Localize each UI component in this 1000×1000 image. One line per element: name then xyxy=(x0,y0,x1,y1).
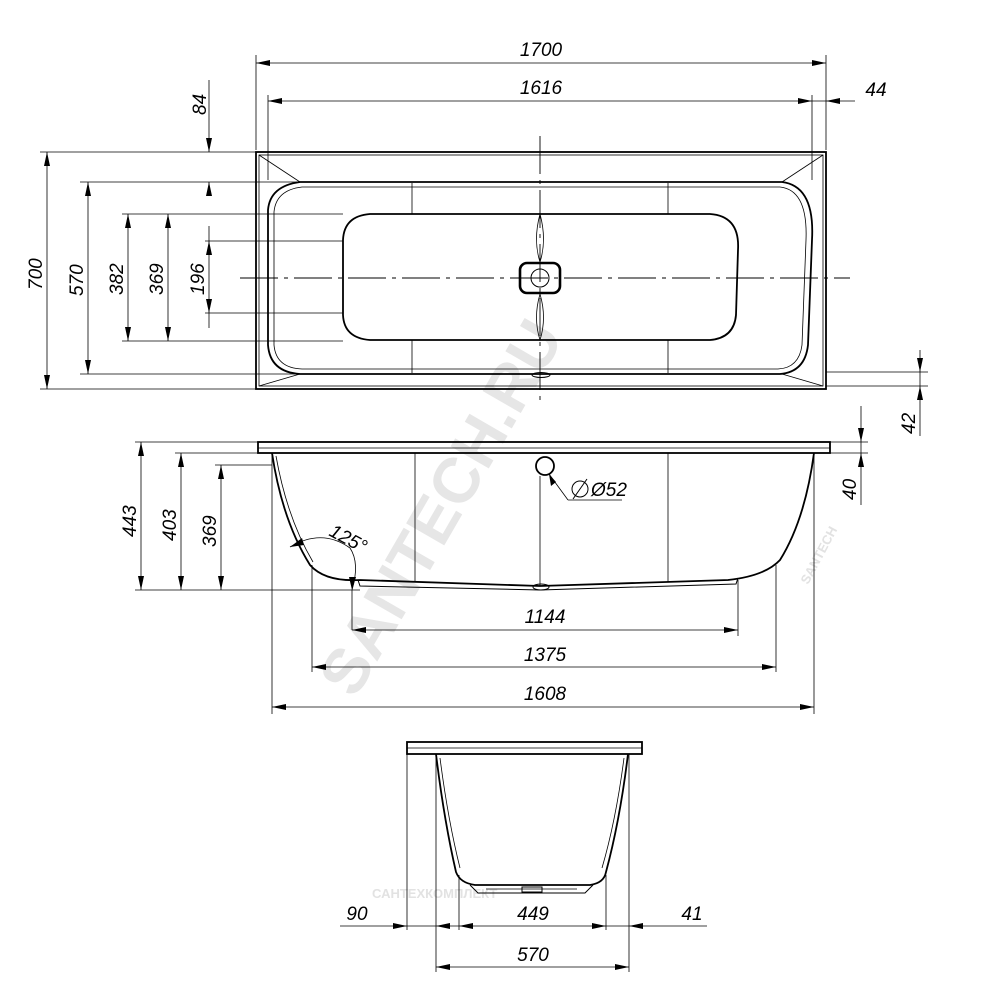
dim-angle: 125° xyxy=(326,521,371,558)
side-rim xyxy=(257,441,831,454)
dim-rim-offset-top: 84 xyxy=(190,94,211,115)
dim-inner-height: 403 xyxy=(160,509,181,541)
top-inner-tub xyxy=(267,181,814,375)
dim-mid-length: 1375 xyxy=(524,645,567,666)
dim-rim-offset-right: 44 xyxy=(865,80,886,101)
dim-end-inner-width: 570 xyxy=(517,945,549,966)
top-view xyxy=(240,136,850,400)
top-dimensions: 1700 1616 44 84 700 570 xyxy=(26,40,928,436)
end-dimensions: 90 449 41 570 xyxy=(340,754,707,972)
top-basin xyxy=(342,213,739,341)
overflow-icon xyxy=(535,456,555,476)
dim-flat-width: 196 xyxy=(188,263,209,295)
dim-end-right-offset: 41 xyxy=(681,904,702,925)
watermark-bottom: САНТЕХКОМПЛЕКТ xyxy=(372,886,497,901)
dim-rim-thickness: 40 xyxy=(840,478,861,500)
dim-overall-width: 700 xyxy=(26,258,47,290)
dim-end-bottom-width: 449 xyxy=(517,904,549,925)
dim-bottom-width: 369 xyxy=(147,263,168,295)
dim-depth: 369 xyxy=(200,515,221,547)
end-view xyxy=(406,741,643,894)
watermark: SANTECH.RU SANTECH САНТЕХКОМПЛЕКТ xyxy=(305,308,840,901)
dim-overall-length: 1700 xyxy=(520,40,563,61)
dim-inner-length: 1616 xyxy=(520,78,563,99)
dim-overall-height: 443 xyxy=(120,505,141,537)
side-dimensions: 443 403 369 40 1144 1375 xyxy=(120,406,868,714)
dim-end-left-offset: 90 xyxy=(346,904,368,925)
top-outer-rim xyxy=(255,151,827,390)
dim-rim-bottom: 42 xyxy=(899,412,920,434)
watermark-side: SANTECH xyxy=(797,524,840,587)
dim-basin-width: 382 xyxy=(107,263,128,295)
end-body xyxy=(435,753,629,886)
dim-overflow-diameter: Ø52 xyxy=(590,480,627,501)
dim-inner-width: 570 xyxy=(67,264,88,296)
dim-top-length: 1608 xyxy=(524,684,567,705)
side-body xyxy=(271,452,815,587)
dim-bottom-length: 1144 xyxy=(525,607,566,628)
